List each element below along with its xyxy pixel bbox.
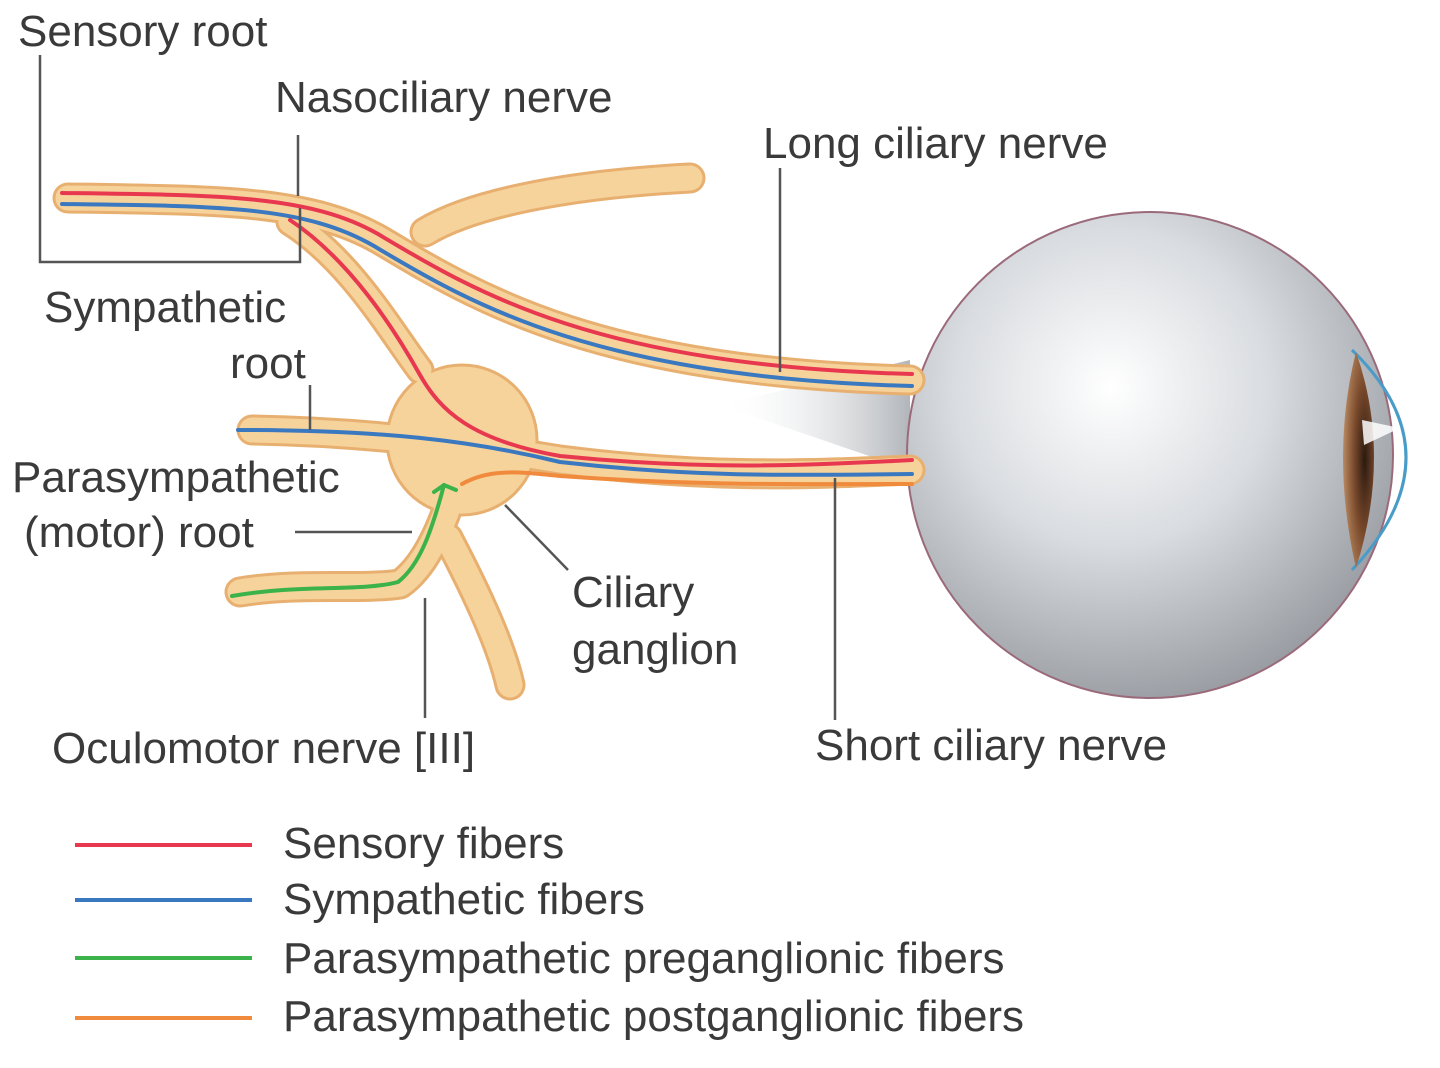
label-long-ciliary-nerve: Long ciliary nerve: [763, 119, 1108, 168]
sympathetic-fiber-short: [236, 428, 914, 477]
label-ciliary-ganglion-1: Ciliary: [572, 568, 694, 617]
legend-label-sympathetic: Sympathetic fibers: [283, 875, 645, 924]
legend: Sensory fibers Sympathetic fibers Parasy…: [75, 819, 1024, 1041]
legend-item-postganglionic: Parasympathetic postganglionic fibers: [75, 992, 1024, 1041]
label-ciliary-ganglion-2: ganglion: [572, 625, 738, 674]
lens-highlight: [1362, 420, 1400, 445]
sensory-fiber-short: [288, 218, 914, 468]
sensory-fiber-long: [60, 191, 914, 376]
legend-item-sympathetic: Sympathetic fibers: [75, 875, 645, 924]
nerve-bodies: [52, 162, 926, 701]
legend-item-preganglionic: Parasympathetic preganglionic fibers: [75, 934, 1005, 983]
legend-item-sensory: Sensory fibers: [75, 819, 564, 868]
cornea: [1350, 348, 1408, 572]
leader-lines: [38, 55, 837, 720]
label-parasympathetic-root-1: Parasympathetic: [12, 453, 340, 502]
label-sympathetic-root-2: root: [230, 339, 306, 388]
labels: Sensory root Nasociliary nerve Long cili…: [12, 7, 1167, 773]
label-nasociliary-nerve: Nasociliary nerve: [275, 73, 612, 122]
iris: [1343, 352, 1374, 568]
legend-label-sensory: Sensory fibers: [283, 819, 564, 868]
eyeball: [720, 211, 1408, 699]
label-oculomotor-nerve: Oculomotor nerve [III]: [52, 724, 475, 773]
legend-label-postganglionic: Parasympathetic postganglionic fibers: [283, 992, 1024, 1041]
label-sympathetic-root-1: Sympathetic: [44, 283, 286, 332]
postganglionic-fiber: [460, 470, 914, 487]
label-parasympathetic-root-2: (motor) root: [24, 508, 254, 557]
eyeball-globe: [906, 211, 1394, 699]
fiber-paths: [60, 191, 914, 598]
label-sensory-root: Sensory root: [18, 7, 267, 56]
preganglionic-fiber: [230, 483, 446, 598]
legend-label-preganglionic: Parasympathetic preganglionic fibers: [283, 934, 1005, 983]
sympathetic-fiber-long: [60, 202, 914, 388]
label-short-ciliary-nerve: Short ciliary nerve: [815, 721, 1167, 770]
